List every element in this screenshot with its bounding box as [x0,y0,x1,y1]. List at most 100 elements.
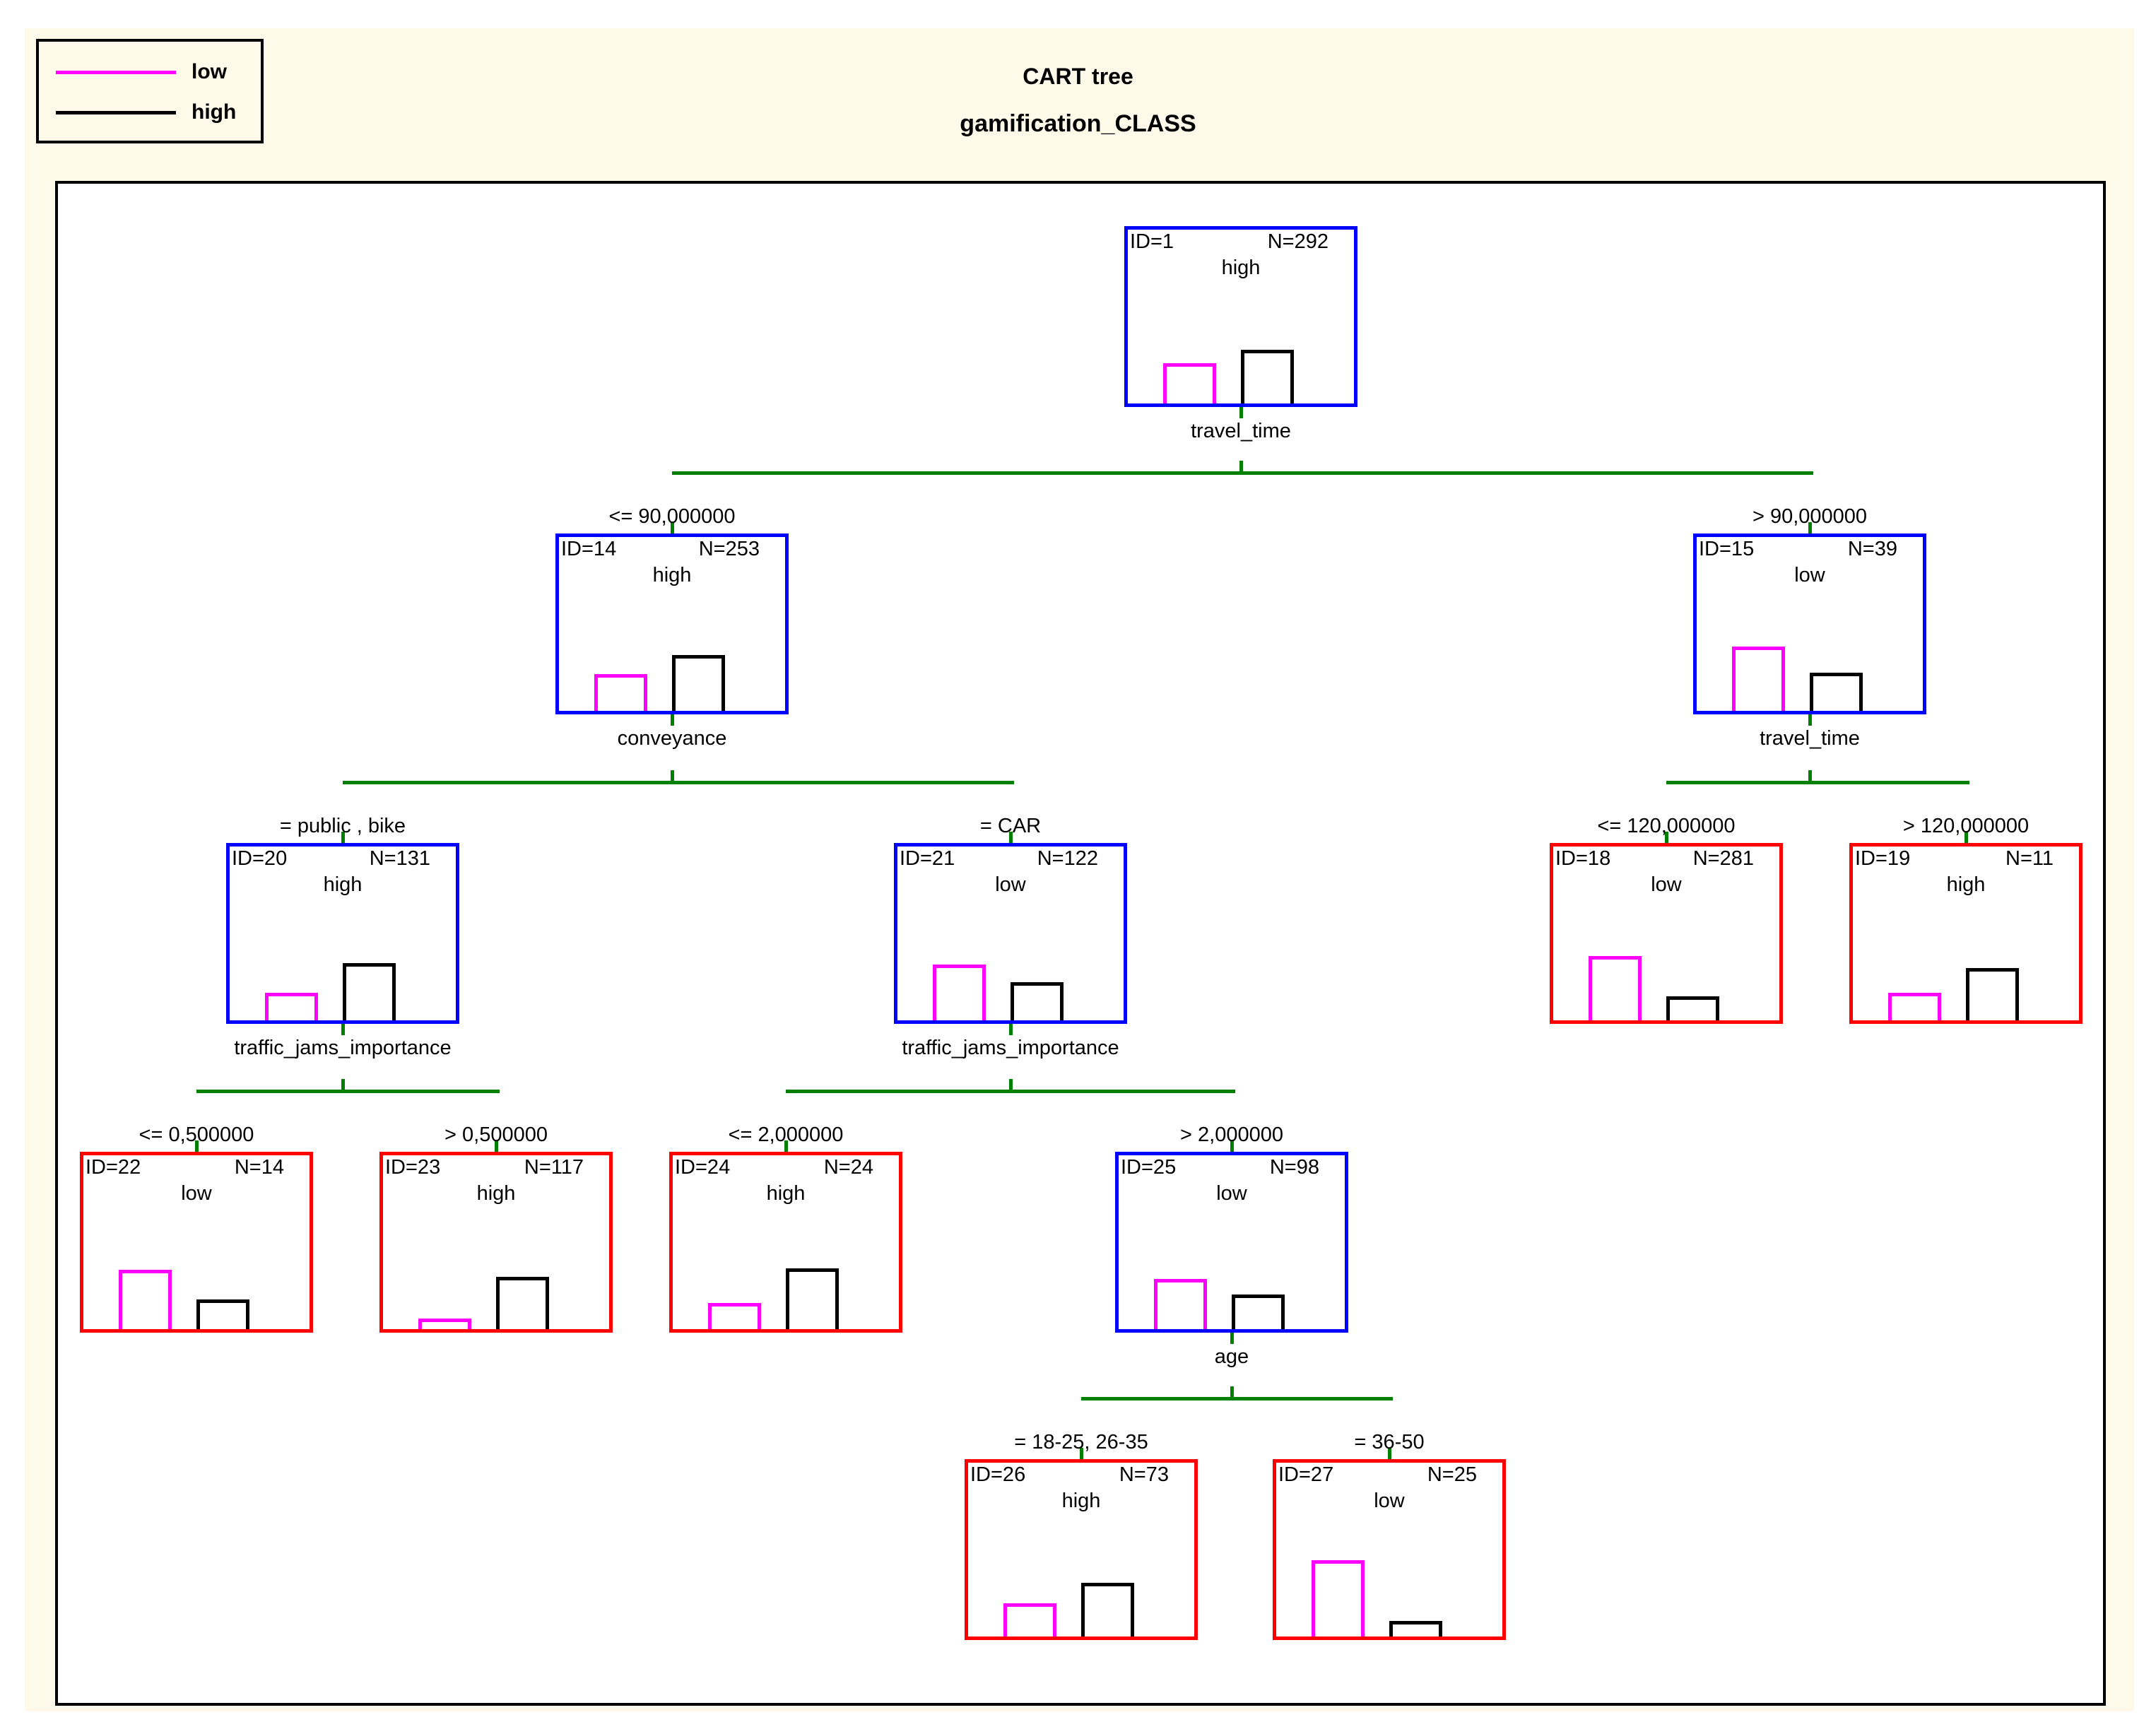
right-child-tick [1009,832,1013,843]
high-bar [1232,1294,1285,1329]
left-child-tick [784,1140,788,1152]
parent-up-tick [1808,770,1812,781]
right-child-tick [1964,832,1968,843]
split-left-condition-label: <= 90,000000 [608,505,736,528]
node-class-label: low [1651,873,1682,896]
right-child-tick [495,1140,498,1152]
node-count-label: N=11 [2005,847,2054,870]
left-child-tick [1665,832,1668,843]
split-right-condition-label: = CAR [979,815,1042,837]
high-bar [1389,1620,1443,1637]
split-right-condition-label: > 0,500000 [444,1124,548,1146]
node-class-label: high [652,564,692,586]
high-line-swatch-icon [56,110,176,114]
low-bar [1153,1278,1207,1329]
node-id-label: ID=21 [900,847,955,870]
low-bar [1731,646,1785,711]
node-class-label: high [766,1182,806,1205]
high-bar [1810,672,1863,711]
node-id-label: ID=25 [1121,1156,1177,1179]
node-count-label: N=39 [1847,538,1897,560]
node-class-label: high [476,1182,516,1205]
node-id-label: ID=18 [1555,847,1611,870]
tree-node: ID=24 N=24 high [669,1152,902,1333]
low-bar [707,1303,761,1329]
tree-node: ID=21 N=122 low [894,843,1127,1024]
split-line [672,471,1813,475]
split-left-condition-label: <= 120,000000 [1597,815,1736,837]
low-bar [932,965,986,1020]
node-count-label: N=98 [1269,1156,1319,1179]
legend-label-low: low [192,60,227,83]
node-id-label: ID=19 [1855,847,1911,870]
node-id-label: ID=1 [1130,230,1174,253]
node-class-label: low [181,1182,212,1205]
node-class-label: low [1794,564,1825,586]
legend-item-low: low [56,60,227,84]
tree-node: ID=18 N=281 low [1550,843,1783,1024]
left-child-tick [195,1140,199,1152]
high-bar [496,1277,550,1329]
legend-label-high: high [192,100,237,124]
node-count-label: N=117 [524,1156,584,1179]
left-child-tick [671,522,674,533]
split-left-condition-label: = 18-25, 26-35 [1014,1431,1148,1453]
high-bar [1241,349,1295,403]
legend-item-high: high [56,100,236,124]
split-line [786,1090,1235,1093]
low-bar [1588,955,1642,1020]
right-child-tick [1230,1140,1234,1152]
high-bar [343,962,396,1020]
high-bar [672,655,726,711]
node-count-label: N=14 [234,1156,284,1179]
node-id-label: ID=15 [1699,538,1755,560]
split-variable-label: travel_time [1191,420,1291,442]
split-left-condition-label: = public , bike [279,815,406,837]
node-class-label: high [1061,1490,1101,1512]
node-id-label: ID=22 [86,1156,141,1179]
node-count-label: N=25 [1427,1463,1477,1486]
low-bar [1162,363,1216,403]
chart-subtitle: gamification_CLASS [960,110,1196,137]
split-variable-label: traffic_jams_importance [902,1037,1119,1059]
low-bar [264,992,318,1020]
parent-bottom-tick [1808,714,1812,726]
parent-bottom-tick [1009,1024,1013,1035]
node-count-label: N=281 [1692,847,1754,870]
high-bar [1011,981,1064,1020]
split-right-condition-label: > 90,000000 [1752,505,1868,528]
split-line [1081,1397,1393,1400]
node-count-label: N=253 [698,538,760,560]
split-left-condition-label: <= 2,000000 [728,1124,844,1146]
low-bar [1003,1603,1056,1637]
high-bar [196,1299,250,1329]
high-bar [1966,968,2020,1020]
tree-node: ID=22 N=14 low [80,1152,313,1333]
node-class-label: low [995,873,1026,896]
tree-node: ID=23 N=117 high [379,1152,613,1333]
node-class-label: high [323,873,363,896]
split-right-condition-label: = 36-50 [1354,1431,1425,1453]
node-id-label: ID=20 [232,847,288,870]
node-id-label: ID=14 [561,538,617,560]
parent-up-tick [1230,1386,1234,1397]
high-bar [786,1268,840,1329]
parent-bottom-tick [671,714,674,726]
split-left-condition-label: <= 0,500000 [139,1124,254,1146]
node-class-label: high [1221,256,1261,279]
split-line [1666,781,1969,784]
low-bar [594,674,647,711]
low-line-swatch-icon [56,70,176,74]
node-count-label: N=24 [823,1156,873,1179]
split-variable-label: traffic_jams_importance [234,1037,452,1059]
node-count-label: N=122 [1037,847,1098,870]
node-id-label: ID=24 [675,1156,731,1179]
tree-node: ID=26 N=73 high [965,1459,1198,1640]
parent-bottom-tick [1239,407,1243,418]
right-child-tick [1388,1448,1391,1459]
high-bar [1081,1582,1135,1637]
node-class-label: low [1374,1490,1405,1512]
high-bar [1666,996,1720,1020]
split-right-condition-label: > 120,000000 [1902,815,2030,837]
